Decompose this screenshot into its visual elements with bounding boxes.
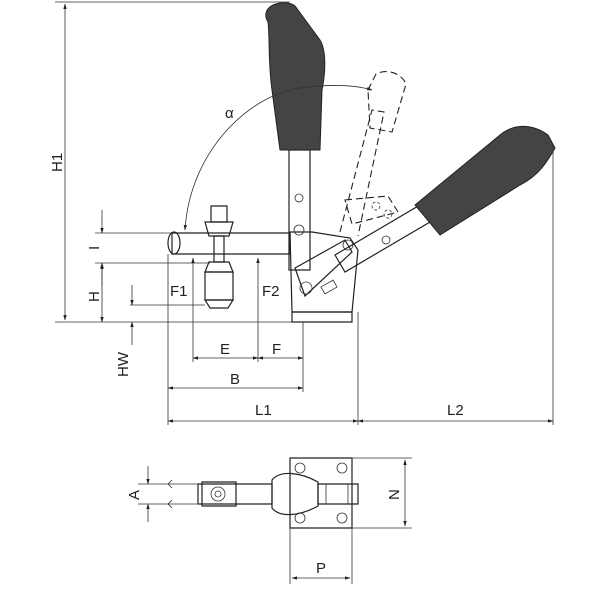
handle-arm-vertical: [288, 149, 311, 271]
label-a: A: [126, 490, 143, 500]
label-f1: F1: [170, 283, 188, 300]
clamp-body: [289, 231, 359, 313]
label-f2: F2: [262, 283, 280, 300]
label-b: B: [230, 371, 240, 388]
base-plate: [291, 311, 353, 323]
spindle-bolt-top: [210, 205, 228, 223]
top-base-plate: [289, 457, 353, 529]
pressure-head: [204, 261, 234, 273]
label-hw: HW: [115, 351, 132, 377]
top-handle: [271, 472, 319, 516]
label-h1: H1: [49, 153, 66, 172]
handle-grip-dashed: [367, 71, 407, 133]
label-l2: L2: [447, 402, 464, 419]
label-alpha: α: [225, 105, 234, 122]
label-f: F: [272, 341, 281, 358]
top-spindle-bar: [197, 483, 273, 505]
clamp-top-view: [138, 457, 412, 584]
label-h: H: [86, 291, 103, 302]
label-n: N: [386, 489, 403, 500]
handle-grip-open: [414, 125, 556, 236]
clamp-side-view: [167, 2, 556, 323]
label-p: P: [316, 560, 326, 577]
label-i: I: [86, 246, 103, 250]
spindle-bar: [171, 232, 291, 255]
dimension-lines: [55, 1, 554, 425]
label-e: E: [220, 341, 230, 358]
linkage-arm: [294, 239, 353, 298]
handle-grip-vertical: [265, 2, 326, 151]
label-l1: L1: [255, 402, 272, 419]
